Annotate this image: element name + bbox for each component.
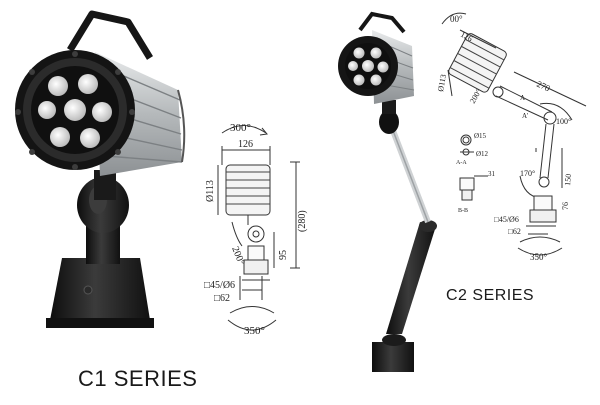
c2-base-square-label: □45/Ø6: [494, 215, 519, 224]
c1-base: [50, 258, 150, 320]
c1-base-square-label: □45/Ø6: [204, 280, 235, 291]
c1-rotation-arc-top: [221, 125, 267, 134]
c2-dim-31-label: 31: [488, 170, 496, 178]
c2-elbow-angle-label: 170°: [520, 169, 535, 178]
c1-base-height-label: 95: [278, 250, 289, 260]
c2-rotation-top-label: 00°: [450, 14, 463, 24]
c1-rotation-bottom-label: 350°: [244, 325, 265, 337]
c1-base-screw: [83, 285, 93, 295]
c1-drawing-labels: 300° 126 Ø113 (280) 200° 95 □45/Ø6 □62 3…: [204, 122, 308, 337]
c2-base-height-label: 76: [561, 202, 570, 210]
c1-led-array: [38, 74, 112, 148]
c2-series-label: C2 SERIES: [446, 287, 535, 304]
c1-diameter-label: Ø113: [205, 180, 216, 202]
c1-rotation-top-label: 300°: [230, 122, 251, 134]
c2-base: [372, 342, 414, 372]
c2-handle: [358, 11, 406, 34]
c2-joint-angle-label: 100°: [556, 117, 571, 126]
c1-handle: [67, 10, 153, 60]
c2-rotation-bottom-label: 350°: [530, 252, 548, 262]
c2-drawing-labels: 00° 126 Ø113 200° 270 A A' 100° Ø15 Ø12 …: [436, 14, 573, 262]
c1-series-label: C1 SERIES: [78, 366, 198, 391]
c2-section-bb-label: B-B: [458, 208, 468, 214]
c2-drawing: [441, 12, 587, 256]
c1-drawing: [217, 125, 300, 331]
c2-joint-knob: [379, 110, 399, 134]
c2-section-aa-label: A-A: [456, 160, 467, 166]
c2-lower-arm-label: 150: [563, 173, 573, 186]
c2-lower-arm: [386, 222, 436, 334]
c2-arm-label-a: A: [520, 94, 525, 102]
c1-lamp-photo: [15, 10, 186, 328]
c2-arm-length-label: 270: [535, 79, 552, 94]
c2-led-array: [348, 47, 389, 86]
c2-lamp-photo: [338, 11, 437, 372]
c1-height-label: (280): [297, 210, 308, 232]
c2-arm-label-a-prime: A': [522, 112, 528, 120]
c2-hole-large-label: Ø15: [474, 132, 487, 140]
c1-width-label: 126: [238, 139, 253, 150]
c1-base-width-label: □62: [214, 293, 230, 304]
c2-hole-small-label: Ø12: [476, 150, 489, 158]
c2-diameter-label: Ø113: [436, 74, 448, 93]
c1-tilt-label: 200°: [229, 245, 246, 267]
c2-base-width-label: □62: [508, 227, 521, 236]
